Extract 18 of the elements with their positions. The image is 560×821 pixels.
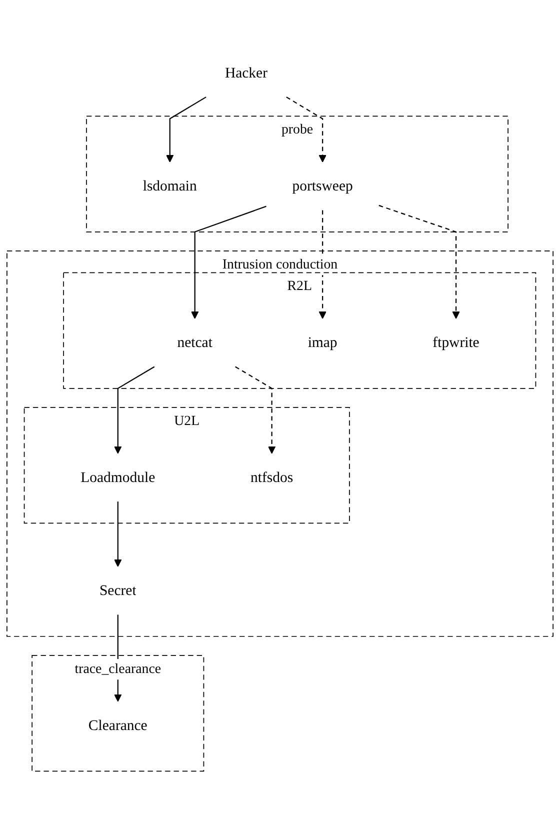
arrow — [114, 502, 122, 568]
node-text: portsweep — [292, 178, 353, 195]
node-text: Hacker — [224, 64, 268, 82]
node-text: Secret — [99, 582, 136, 600]
node-text: lsdomain — [142, 178, 197, 195]
node-text: ntfsdos — [250, 469, 294, 486]
arrow — [235, 366, 276, 454]
arrow — [166, 97, 206, 163]
node-text: imap — [308, 334, 338, 352]
node-text: Loadmodule — [80, 469, 156, 486]
arrow — [191, 206, 266, 320]
arrow — [114, 366, 155, 454]
arrow — [378, 205, 460, 320]
arrow — [318, 210, 326, 320]
node-text: Clearance — [88, 717, 148, 734]
node-text: netcat — [177, 334, 212, 352]
arrow — [286, 97, 326, 163]
node-text: ftpwrite — [432, 334, 480, 352]
